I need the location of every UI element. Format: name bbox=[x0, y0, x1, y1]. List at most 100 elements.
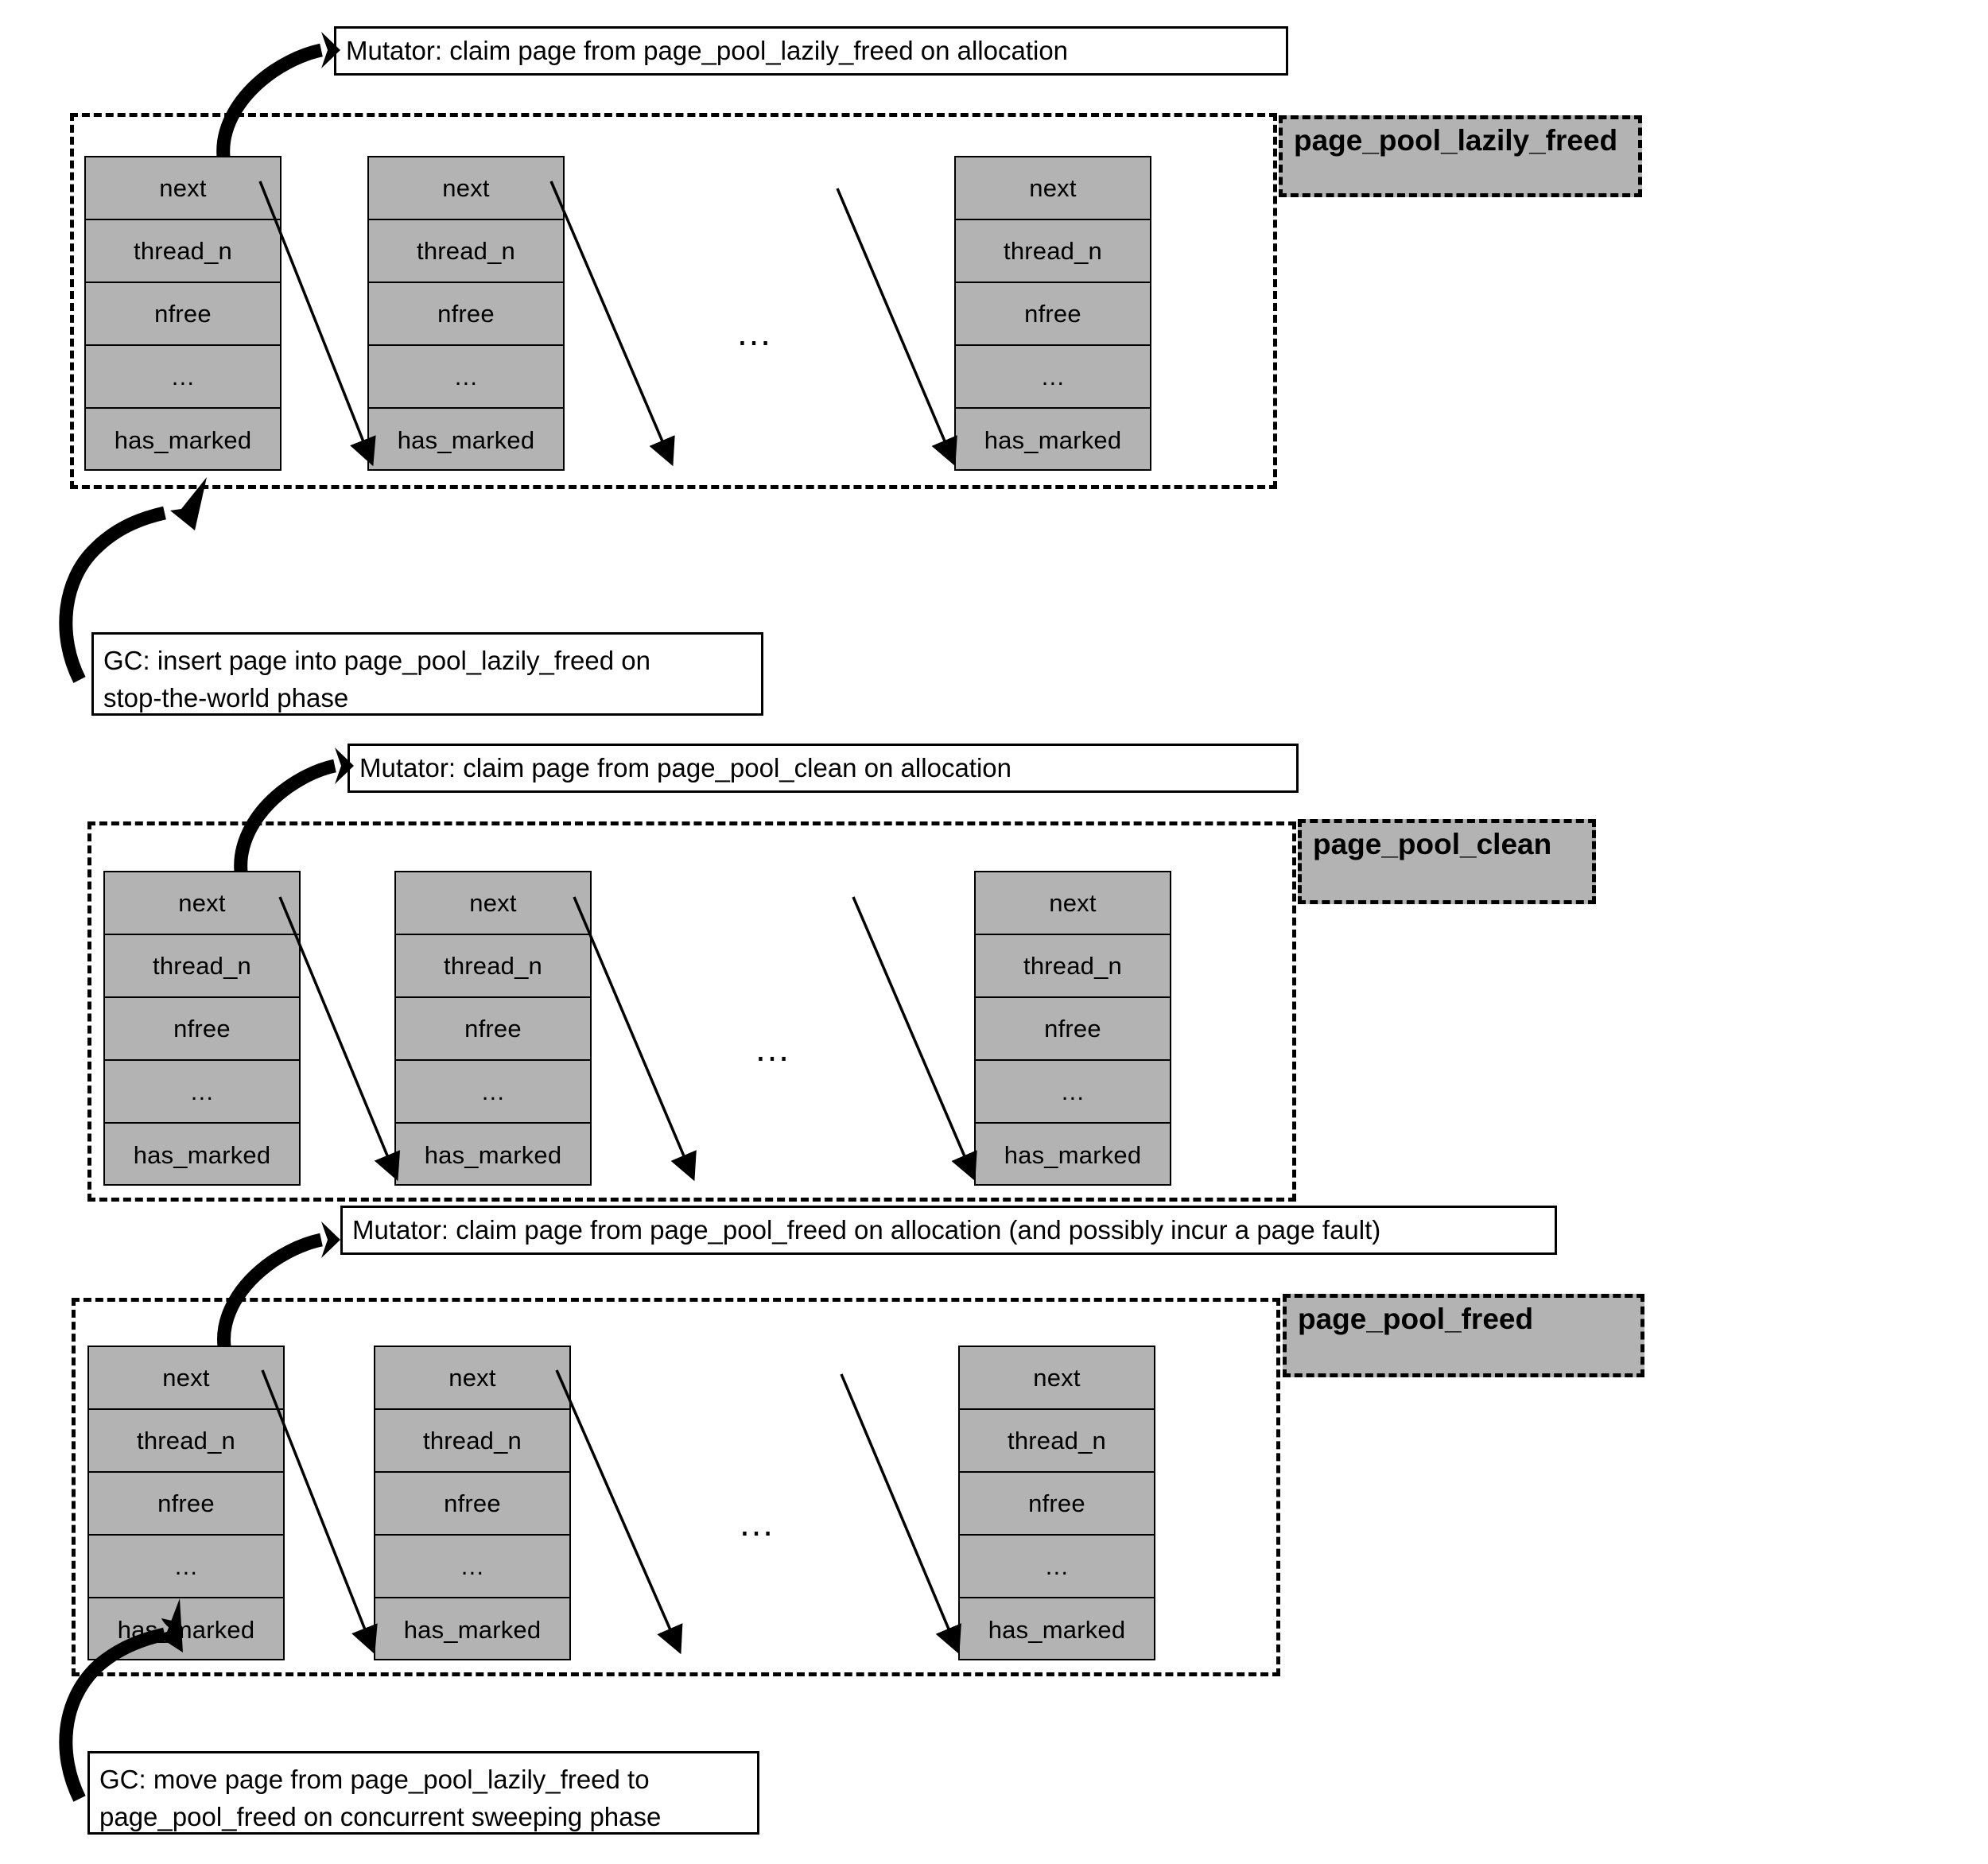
page-node: next thread_n nfree … has_marked bbox=[958, 1346, 1155, 1660]
pool-tag-clean: page_pool_clean bbox=[1298, 819, 1596, 904]
pool-container-clean bbox=[87, 821, 1296, 1202]
node-field: has_marked bbox=[89, 1598, 283, 1662]
node-field: next bbox=[369, 157, 563, 220]
node-field: thread_n bbox=[369, 220, 563, 283]
node-field: … bbox=[86, 346, 280, 409]
page-node: next thread_n nfree … has_marked bbox=[974, 871, 1171, 1186]
node-field: next bbox=[960, 1347, 1154, 1410]
node-field: nfree bbox=[105, 998, 299, 1061]
node-field-label: thread_n bbox=[134, 236, 232, 265]
node-field: … bbox=[105, 1061, 299, 1124]
node-field-label: … bbox=[173, 1551, 199, 1580]
callout-mutator-lazily-freed: Mutator: claim page from page_pool_lazil… bbox=[334, 26, 1288, 76]
pool-tag-freed: page_pool_freed bbox=[1283, 1294, 1644, 1377]
node-field-label: nfree bbox=[464, 1014, 522, 1043]
node-field-label: next bbox=[1033, 1363, 1081, 1392]
page-node: next thread_n nfree … has_marked bbox=[84, 156, 282, 471]
node-field-label: next bbox=[1029, 173, 1077, 202]
node-field: next bbox=[976, 872, 1170, 935]
node-field: nfree bbox=[956, 283, 1150, 346]
node-field: next bbox=[105, 872, 299, 935]
node-field: … bbox=[976, 1061, 1170, 1124]
node-field: thread_n bbox=[960, 1410, 1154, 1473]
node-field-label: thread_n bbox=[417, 236, 515, 265]
node-field-label: … bbox=[1044, 1551, 1070, 1580]
node-field-label: … bbox=[1040, 362, 1066, 390]
node-field: … bbox=[369, 346, 563, 409]
node-field-label: thread_n bbox=[137, 1426, 235, 1454]
callout-gc-move-freed: GC: move page from page_pool_lazily_free… bbox=[87, 1751, 759, 1835]
node-field: nfree bbox=[89, 1473, 283, 1536]
node-field: … bbox=[89, 1536, 283, 1598]
page-node: next thread_n nfree … has_marked bbox=[374, 1346, 571, 1660]
node-field: nfree bbox=[369, 283, 563, 346]
node-field: thread_n bbox=[956, 220, 1150, 283]
pool-tag-lazily-freed: page_pool_lazily_freed bbox=[1279, 115, 1642, 197]
node-field-label: thread_n bbox=[1004, 236, 1102, 265]
node-field: thread_n bbox=[105, 935, 299, 998]
node-field: thread_n bbox=[89, 1410, 283, 1473]
node-field: has_marked bbox=[105, 1124, 299, 1187]
node-field: next bbox=[375, 1347, 569, 1410]
node-field-label: next bbox=[469, 888, 517, 917]
node-field-label: next bbox=[178, 888, 226, 917]
node-field: has_marked bbox=[369, 409, 563, 472]
node-field-label: next bbox=[448, 1363, 496, 1392]
node-field-label: … bbox=[170, 362, 196, 390]
node-field: next bbox=[86, 157, 280, 220]
node-field-label: next bbox=[442, 173, 490, 202]
node-field: … bbox=[960, 1536, 1154, 1598]
node-field-label: nfree bbox=[1024, 299, 1081, 328]
node-field-label: has_marked bbox=[1004, 1141, 1142, 1169]
node-field-label: next bbox=[1049, 888, 1097, 917]
page-node: next thread_n nfree … has_marked bbox=[954, 156, 1151, 471]
node-field-label: thread_n bbox=[1023, 951, 1122, 980]
node-field: nfree bbox=[960, 1473, 1154, 1536]
page-node: next thread_n nfree … has_marked bbox=[394, 871, 592, 1186]
node-field-label: nfree bbox=[437, 299, 495, 328]
node-field-label: has_marked bbox=[397, 426, 535, 454]
node-gap-ellipsis: … bbox=[736, 312, 777, 353]
node-field: thread_n bbox=[86, 220, 280, 283]
node-field: has_marked bbox=[956, 409, 1150, 472]
node-gap-ellipsis: … bbox=[754, 1027, 795, 1069]
node-field: thread_n bbox=[375, 1410, 569, 1473]
node-field-label: has_marked bbox=[114, 426, 252, 454]
node-field-label: nfree bbox=[444, 1489, 501, 1517]
node-field-label: thread_n bbox=[423, 1426, 522, 1454]
node-field-label: has_marked bbox=[133, 1141, 271, 1169]
node-field: has_marked bbox=[960, 1598, 1154, 1662]
pool-container-freed bbox=[72, 1298, 1280, 1676]
node-field-label: nfree bbox=[154, 299, 212, 328]
pool-container-lazily-freed bbox=[70, 113, 1277, 489]
node-field-label: … bbox=[460, 1551, 485, 1580]
node-field-label: nfree bbox=[157, 1489, 215, 1517]
node-field-label: thread_n bbox=[1008, 1426, 1106, 1454]
node-field-label: has_marked bbox=[988, 1616, 1126, 1644]
node-field: nfree bbox=[86, 283, 280, 346]
node-field: has_marked bbox=[976, 1124, 1170, 1187]
page-node: next thread_n nfree … has_marked bbox=[87, 1346, 285, 1660]
node-field-label: nfree bbox=[1028, 1489, 1085, 1517]
node-field: thread_n bbox=[976, 935, 1170, 998]
node-field-label: … bbox=[453, 362, 479, 390]
node-gap-ellipsis: … bbox=[738, 1502, 779, 1544]
node-field-label: has_marked bbox=[403, 1616, 542, 1644]
page-node: next thread_n nfree … has_marked bbox=[103, 871, 301, 1186]
node-field-label: thread_n bbox=[444, 951, 542, 980]
node-field: has_marked bbox=[396, 1124, 590, 1187]
node-field-label: nfree bbox=[1044, 1014, 1101, 1043]
node-field-label: … bbox=[189, 1077, 215, 1105]
node-field: next bbox=[396, 872, 590, 935]
node-field: nfree bbox=[375, 1473, 569, 1536]
node-field: … bbox=[375, 1536, 569, 1598]
node-field-label: … bbox=[1060, 1077, 1085, 1105]
node-field: nfree bbox=[396, 998, 590, 1061]
callout-mutator-freed: Mutator: claim page from page_pool_freed… bbox=[340, 1206, 1557, 1255]
node-field: … bbox=[956, 346, 1150, 409]
node-field: next bbox=[89, 1347, 283, 1410]
callout-mutator-clean: Mutator: claim page from page_pool_clean… bbox=[348, 744, 1299, 793]
node-field-label: has_marked bbox=[424, 1141, 562, 1169]
node-field: thread_n bbox=[396, 935, 590, 998]
